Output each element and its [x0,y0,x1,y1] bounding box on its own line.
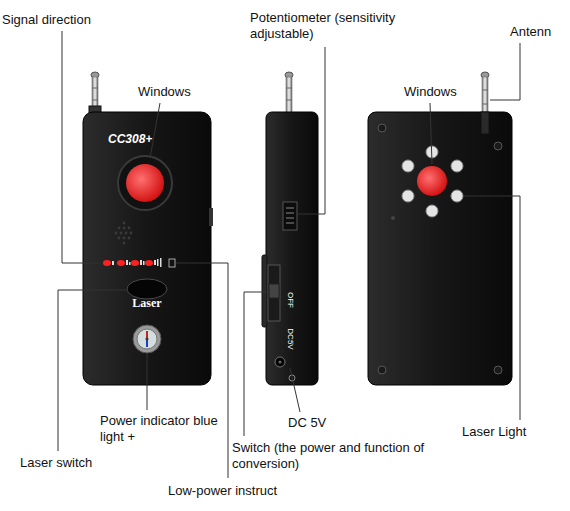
button-marking: Laser [132,296,161,311]
side-view [262,72,318,385]
callout-label: Potentiometer (sensitivity adjustable) [250,10,400,43]
callout-label: Power indicator blue light + [100,413,222,446]
back-view [368,72,512,385]
model-name: CC308+ [108,132,152,147]
callout-label: DC 5V [288,415,326,431]
callout-label: Windows [404,84,457,100]
callout-label: Laser Light [462,424,526,440]
callout-label: Signal direction [2,12,91,28]
front-view [83,72,213,385]
leader-lines [58,31,520,478]
callout-label: Low-power instruct [168,483,277,499]
callout-label: Windows [138,84,191,100]
jack-marking: DC5V [286,328,294,349]
callout-label: Antenn [510,24,551,40]
callout-label: Switch (the power and function of conver… [232,440,482,473]
callout-label: Laser switch [20,455,92,471]
switch-marking: OFF [286,292,294,308]
